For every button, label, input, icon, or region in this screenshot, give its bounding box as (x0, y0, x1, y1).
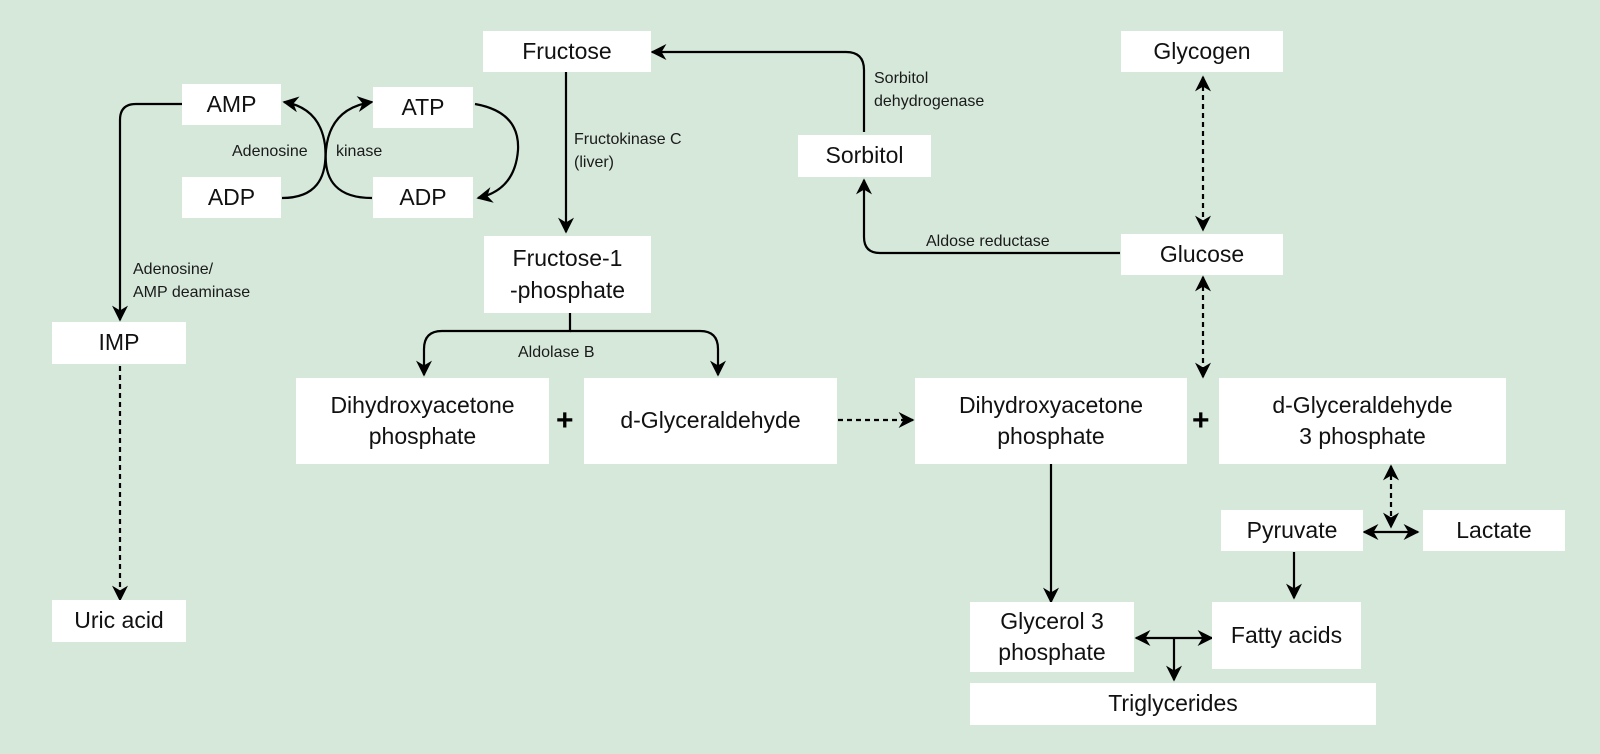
arrow-glucose-to-sorbitol (856, 178, 1120, 255)
node-glycogen: Glycogen (1121, 31, 1283, 72)
node-sorbitol: Sorbitol (798, 135, 931, 177)
label-sorbitol-dehydrogenase: Sorbitol dehydrogenase (874, 70, 985, 111)
label-adenosine-kinase-right: kinase (336, 143, 383, 160)
node-d-glyceraldehyde: d-Glyceraldehyde (584, 378, 837, 464)
plus-sign-right: + (1192, 404, 1210, 437)
node-glycerol-3-phosphate: Glycerol 3 phosphate (970, 602, 1134, 672)
node-fructose: Fructose (483, 31, 651, 72)
plus-sign-left: + (556, 404, 574, 437)
node-lactate: Lactate (1423, 510, 1565, 551)
node-glucose: Glucose (1121, 234, 1283, 275)
node-uric-acid: Uric acid (52, 600, 186, 642)
node-dhap-right: Dihydroxyacetone phosphate (915, 378, 1187, 464)
node-amp: AMP (182, 84, 281, 125)
label-adenosine-kinase-left: Adenosine (232, 143, 308, 160)
node-adp-left: ADP (182, 177, 281, 218)
node-atp: ATP (373, 87, 473, 128)
arrow-aldolase-right (570, 329, 726, 377)
curve-atp-to-adp (474, 102, 520, 203)
node-fatty-acids: Fatty acids (1212, 602, 1361, 669)
curve-adp-to-atp (324, 96, 374, 200)
node-triglycerides: Triglycerides (970, 683, 1376, 725)
node-d-glyceraldehyde-3-phosphate: d-Glyceraldehyde 3 phosphate (1219, 378, 1506, 464)
node-fructose-1-phosphate: Fructose-1 -phosphate (484, 236, 651, 313)
node-pyruvate: Pyruvate (1221, 510, 1363, 551)
curve-adp-to-amp (281, 96, 327, 200)
label-aldolase-b: Aldolase B (518, 344, 595, 361)
node-dhap-left: Dihydroxyacetone phosphate (296, 378, 549, 464)
node-imp: IMP (52, 322, 186, 364)
label-amp-deaminase: Adenosine/ AMP deaminase (133, 261, 251, 302)
label-fructokinase-c: Fructokinase C (liver) (574, 131, 682, 172)
node-adp-right: ADP (373, 177, 473, 218)
label-aldose-reductase: Aldose reductase (926, 233, 1050, 250)
arrow-amp-to-imp (112, 102, 182, 322)
arrow-aldolase-left (416, 313, 572, 377)
arrow-sorbitol-to-fructose (650, 44, 866, 132)
